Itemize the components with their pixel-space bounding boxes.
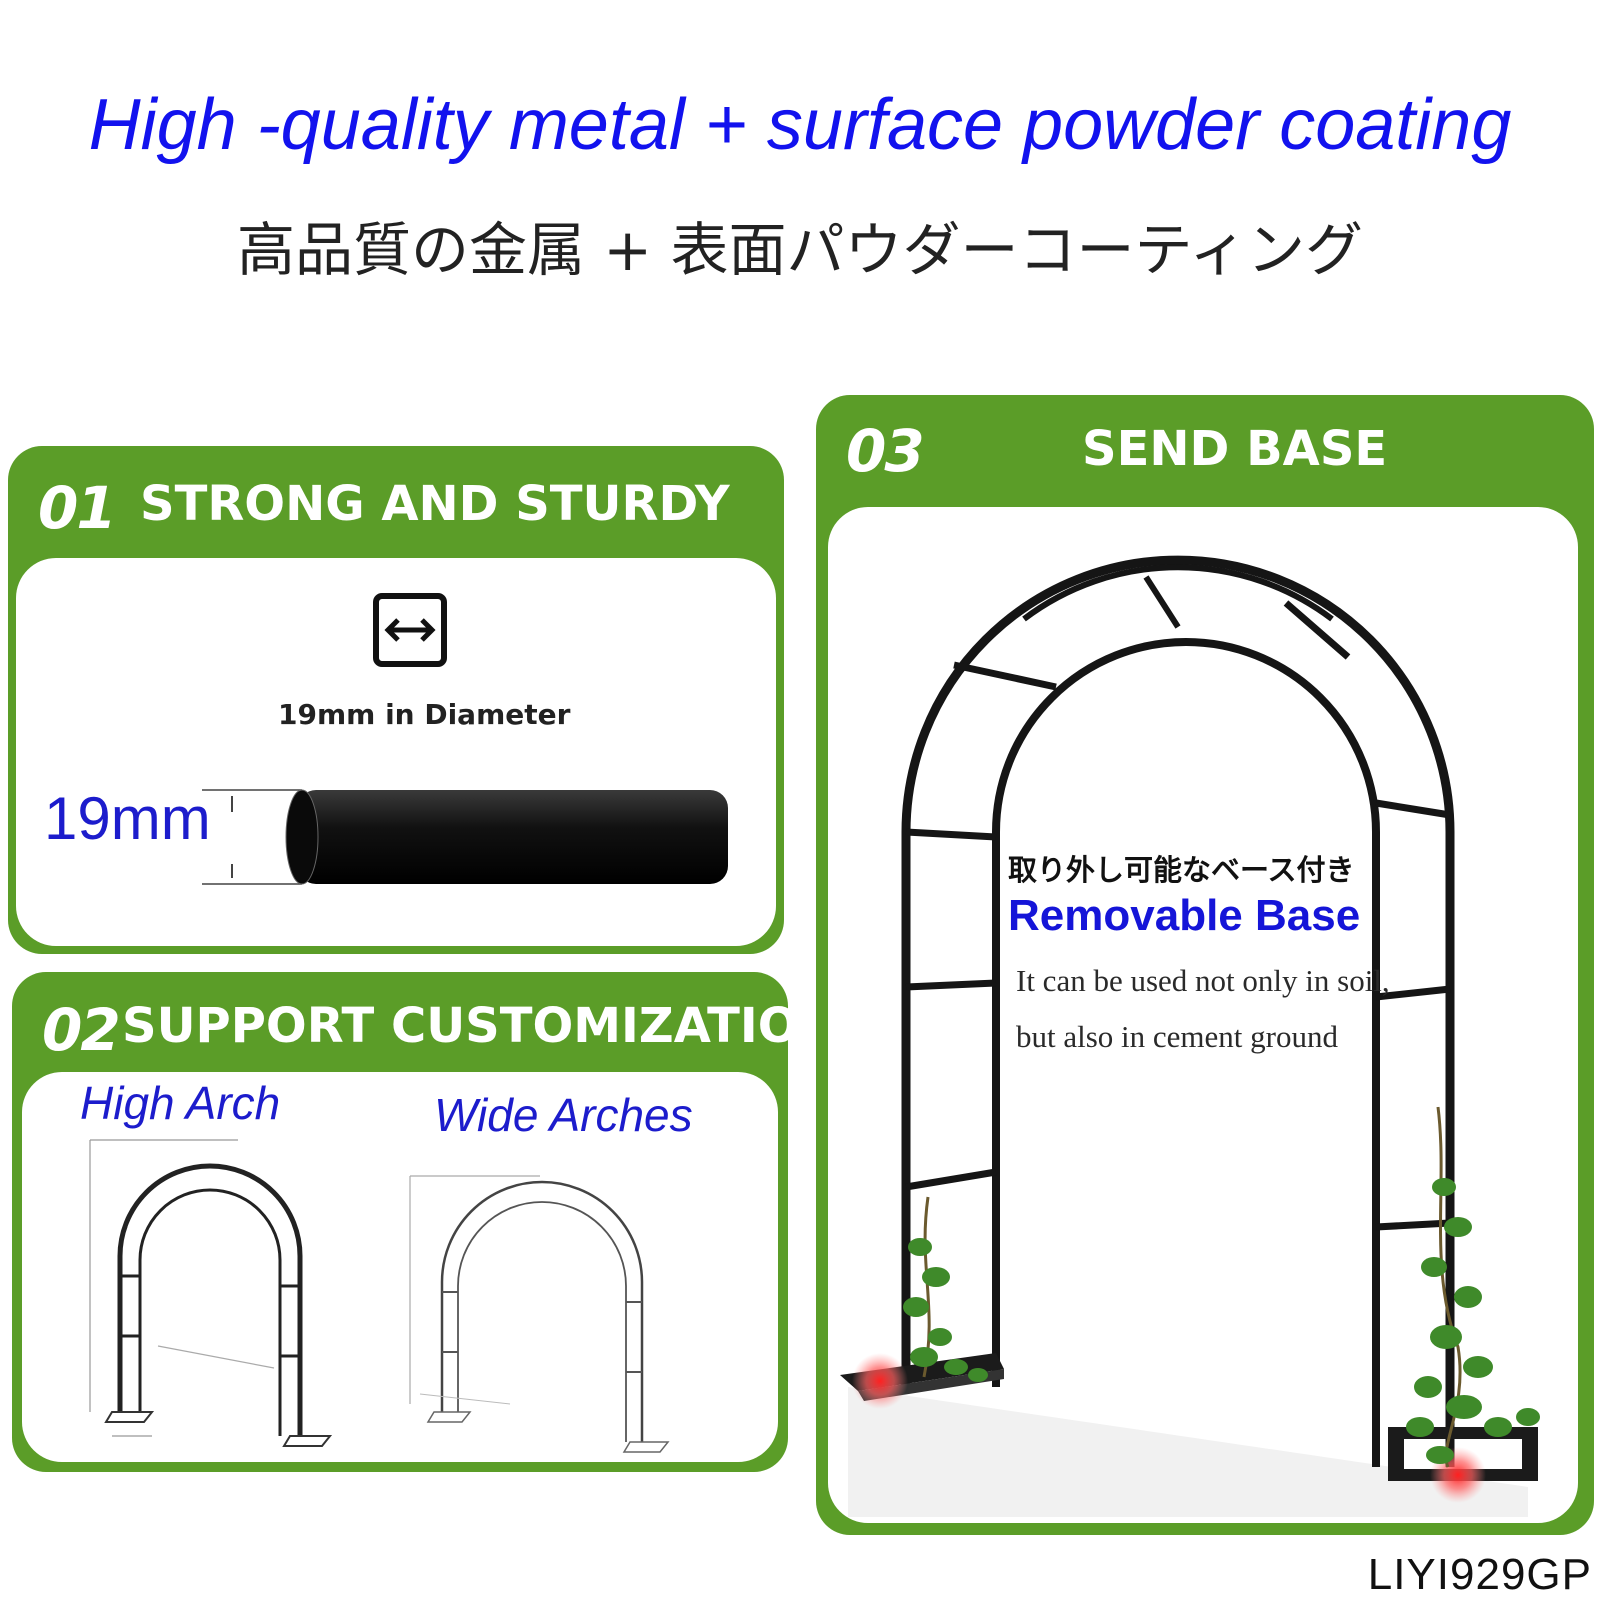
option-high-arch: High Arch bbox=[80, 1077, 281, 1129]
panel-body: High Arch Wide Arches bbox=[22, 1072, 778, 1462]
panel-number: 02 bbox=[42, 996, 121, 1064]
panel-title: STRONG AND STURDY bbox=[140, 476, 730, 532]
measure-label: 19mm bbox=[44, 785, 211, 852]
arch-with-base-illustration bbox=[840, 555, 1540, 1517]
horizontal-arrows-icon bbox=[373, 593, 447, 667]
panel-body: 19mm in Diameter 19mm bbox=[16, 558, 776, 946]
panel-support-customization: 02 SUPPORT CUSTOMIZATIO High Arch Wide A… bbox=[12, 972, 788, 1472]
vine-right bbox=[1406, 1106, 1540, 1468]
panel-body: 取り外し可能なベース付き Removable Base It can be us… bbox=[828, 507, 1578, 1523]
vine-left bbox=[903, 1196, 988, 1382]
metal-tube-illustration bbox=[202, 789, 728, 885]
high-arch-drawing bbox=[89, 1139, 333, 1447]
panel-send-base: 03 SEND BASE bbox=[816, 395, 1594, 1535]
wide-arches-drawing bbox=[409, 1175, 670, 1453]
panel-number: 03 bbox=[846, 417, 925, 485]
feature-description: It can be used not only in soil, but als… bbox=[1016, 963, 1390, 1054]
diameter-caption: 19mm in Diameter bbox=[278, 698, 571, 731]
panel-title: SEND BASE bbox=[1082, 421, 1388, 477]
feature-english: Removable Base bbox=[1008, 891, 1361, 940]
feature-japanese: 取り外し可能なベース付き bbox=[1008, 853, 1355, 887]
panel-title: SUPPORT CUSTOMIZATIO bbox=[122, 998, 788, 1054]
headline-japanese: 高品質の金属 + 表面パウダーコーティング bbox=[237, 216, 1363, 284]
panel-strong-and-sturdy: 01 STRONG AND STURDY 19mm in Diameter 19… bbox=[8, 446, 784, 954]
headline-english: High -quality metal + surface powder coa… bbox=[88, 85, 1512, 165]
model-code: LIYI929GP bbox=[1367, 1550, 1592, 1599]
option-wide-arches: Wide Arches bbox=[434, 1089, 693, 1141]
panel-number: 01 bbox=[38, 474, 117, 542]
